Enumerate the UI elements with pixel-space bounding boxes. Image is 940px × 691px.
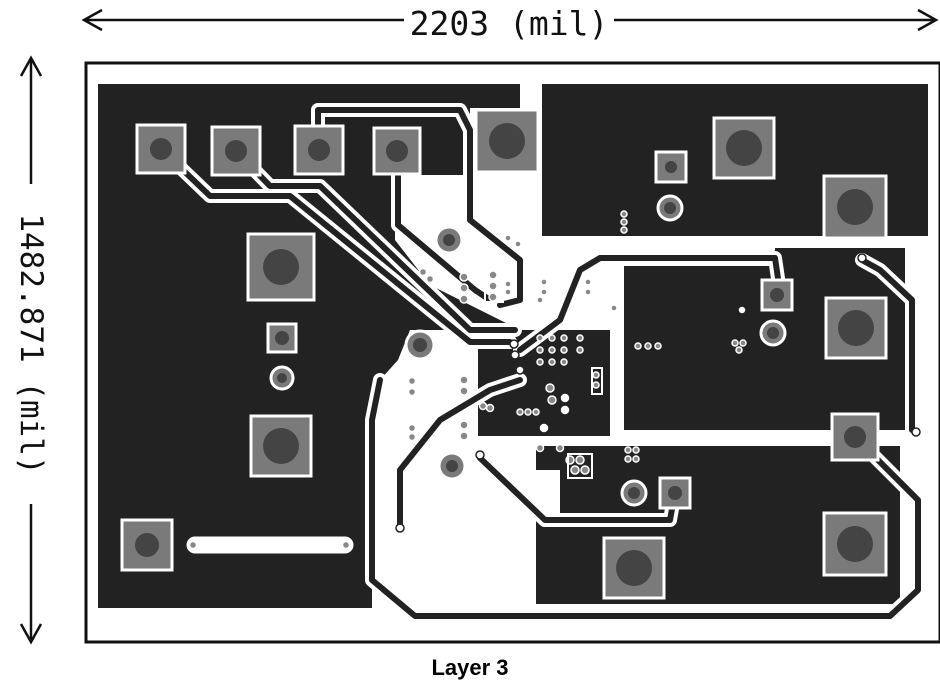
- height-dimension-label: 1482.871 (mil): [11, 184, 51, 504]
- slot-cutout: [183, 533, 357, 557]
- width-dimension-label: 2203 (mil): [404, 2, 614, 46]
- component-outlines: [484, 263, 603, 479]
- copper-pour-left: [98, 84, 520, 608]
- pad-square: [120, 108, 888, 600]
- layer-caption: Layer 3: [431, 655, 509, 680]
- pads: [120, 108, 888, 600]
- width-dimension: 2203 (mil): [0, 0, 940, 50]
- round-pads: [269, 194, 787, 507]
- height-dimension: 1482.871 (mil): [0, 0, 60, 691]
- pad-drill: [135, 123, 874, 586]
- small-vias: [188, 210, 921, 550]
